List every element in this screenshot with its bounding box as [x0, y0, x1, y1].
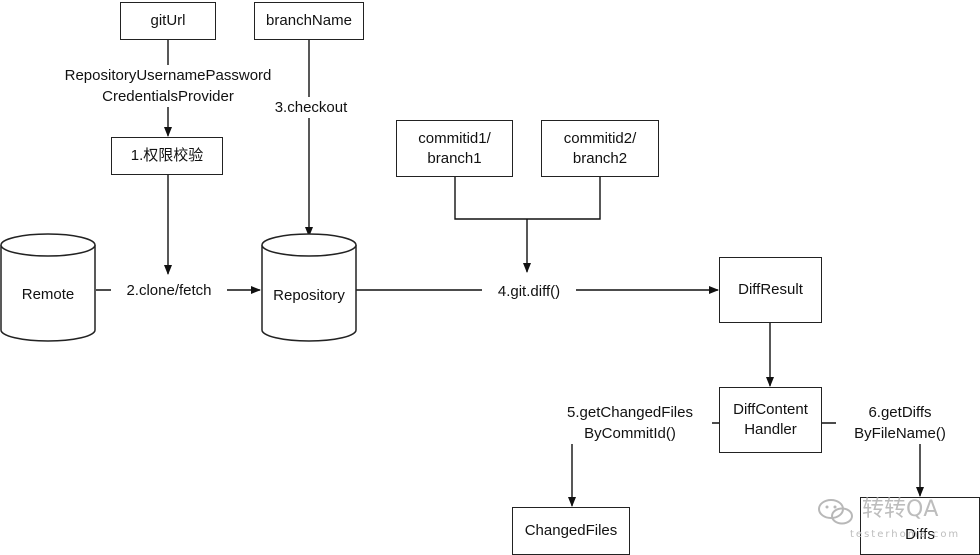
- get-changed-files-label: 5.getChangedFiles ByCommitId(): [548, 402, 712, 444]
- clone-fetch-label: 2.clone/fetch: [111, 280, 227, 301]
- git-diff-label: 4.git.diff(): [482, 281, 576, 302]
- diffresult-node: DiffResult: [719, 257, 822, 323]
- get-diffs-label: 6.getDiffs ByFileName(): [836, 402, 964, 444]
- changedfiles-node: ChangedFiles: [512, 507, 630, 555]
- remote-label: Remote: [21, 286, 75, 303]
- giturl-node: gitUrl: [120, 2, 216, 40]
- credentials-provider-label: RepositoryUsernamePassword CredentialsPr…: [48, 65, 288, 107]
- remote-cylinder: [0, 233, 96, 342]
- commit2-node: commitid2/ branch2: [541, 120, 659, 177]
- branchname-node: branchName: [254, 2, 364, 40]
- wechat-icon: [818, 499, 853, 525]
- diffs-node: Diffs: [860, 497, 980, 555]
- repository-cylinder: [261, 233, 357, 342]
- repository-label: Repository: [273, 287, 345, 304]
- watermark-subtitle: testerhome.com: [850, 529, 961, 540]
- diffcontent-handler-node: DiffContent Handler: [719, 387, 822, 453]
- watermark-title: 转转QA: [862, 497, 939, 522]
- commit1-node: commitid1/ branch1: [396, 120, 513, 177]
- checkout-label: 3.checkout: [262, 97, 360, 118]
- edge-commit-bracket: [454, 177, 601, 220]
- auth-check-node: 1.权限校验: [111, 137, 223, 175]
